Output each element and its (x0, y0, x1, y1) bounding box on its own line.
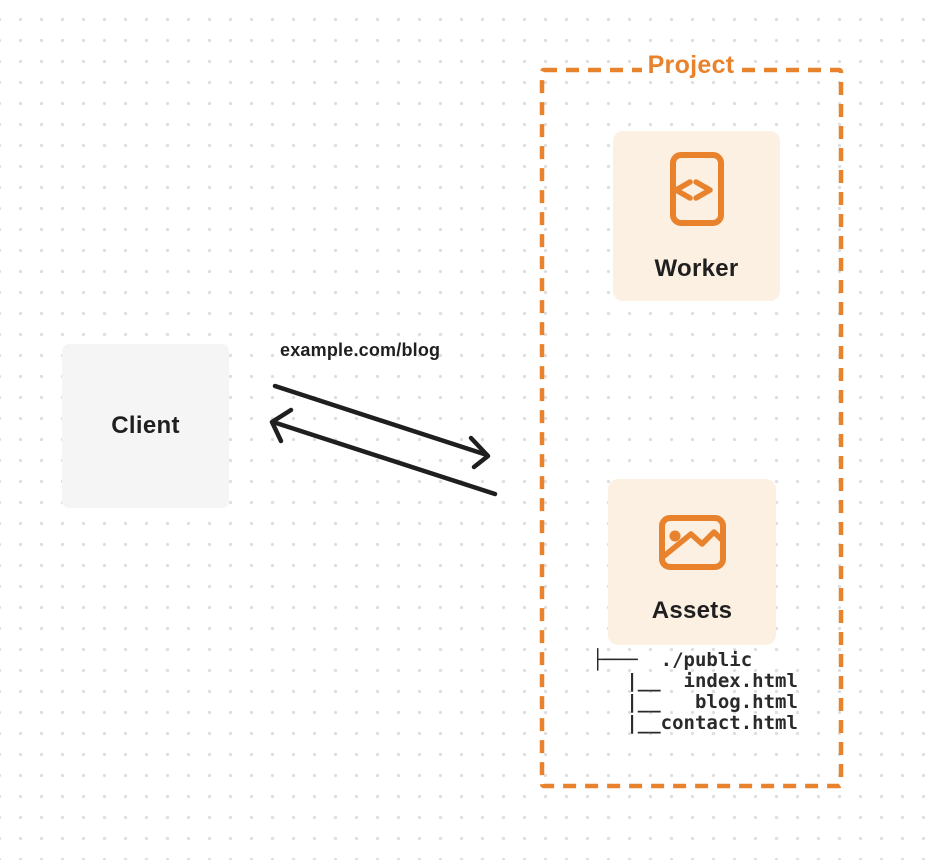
image-icon (658, 515, 726, 570)
worker-card: Worker (613, 131, 780, 301)
worker-label: Worker (654, 255, 739, 282)
response-arrow (269, 407, 498, 497)
client-label: Client (111, 412, 180, 439)
assets-label: Assets (651, 597, 733, 624)
arrowhead-right-icon (468, 435, 491, 470)
assets-file-tree: ├─── ./public |__ index.html |__ blog.ht… (592, 650, 798, 734)
project-label: Project (641, 51, 741, 80)
request-arrow (272, 383, 491, 470)
tree-line-blog: |__ blog.html (592, 691, 798, 713)
request-url-label: example.com/blog (280, 340, 441, 360)
tree-line-index: |__ index.html (592, 670, 798, 692)
code-icon (669, 152, 724, 226)
project-label-row: Project (540, 51, 842, 80)
assets-card: Assets (608, 479, 776, 645)
arrowhead-left-icon (269, 407, 294, 444)
tree-line-public: ├─── ./public (592, 649, 753, 671)
client-box: Client (62, 344, 229, 508)
tree-line-contact: |__contact.html (592, 712, 798, 734)
